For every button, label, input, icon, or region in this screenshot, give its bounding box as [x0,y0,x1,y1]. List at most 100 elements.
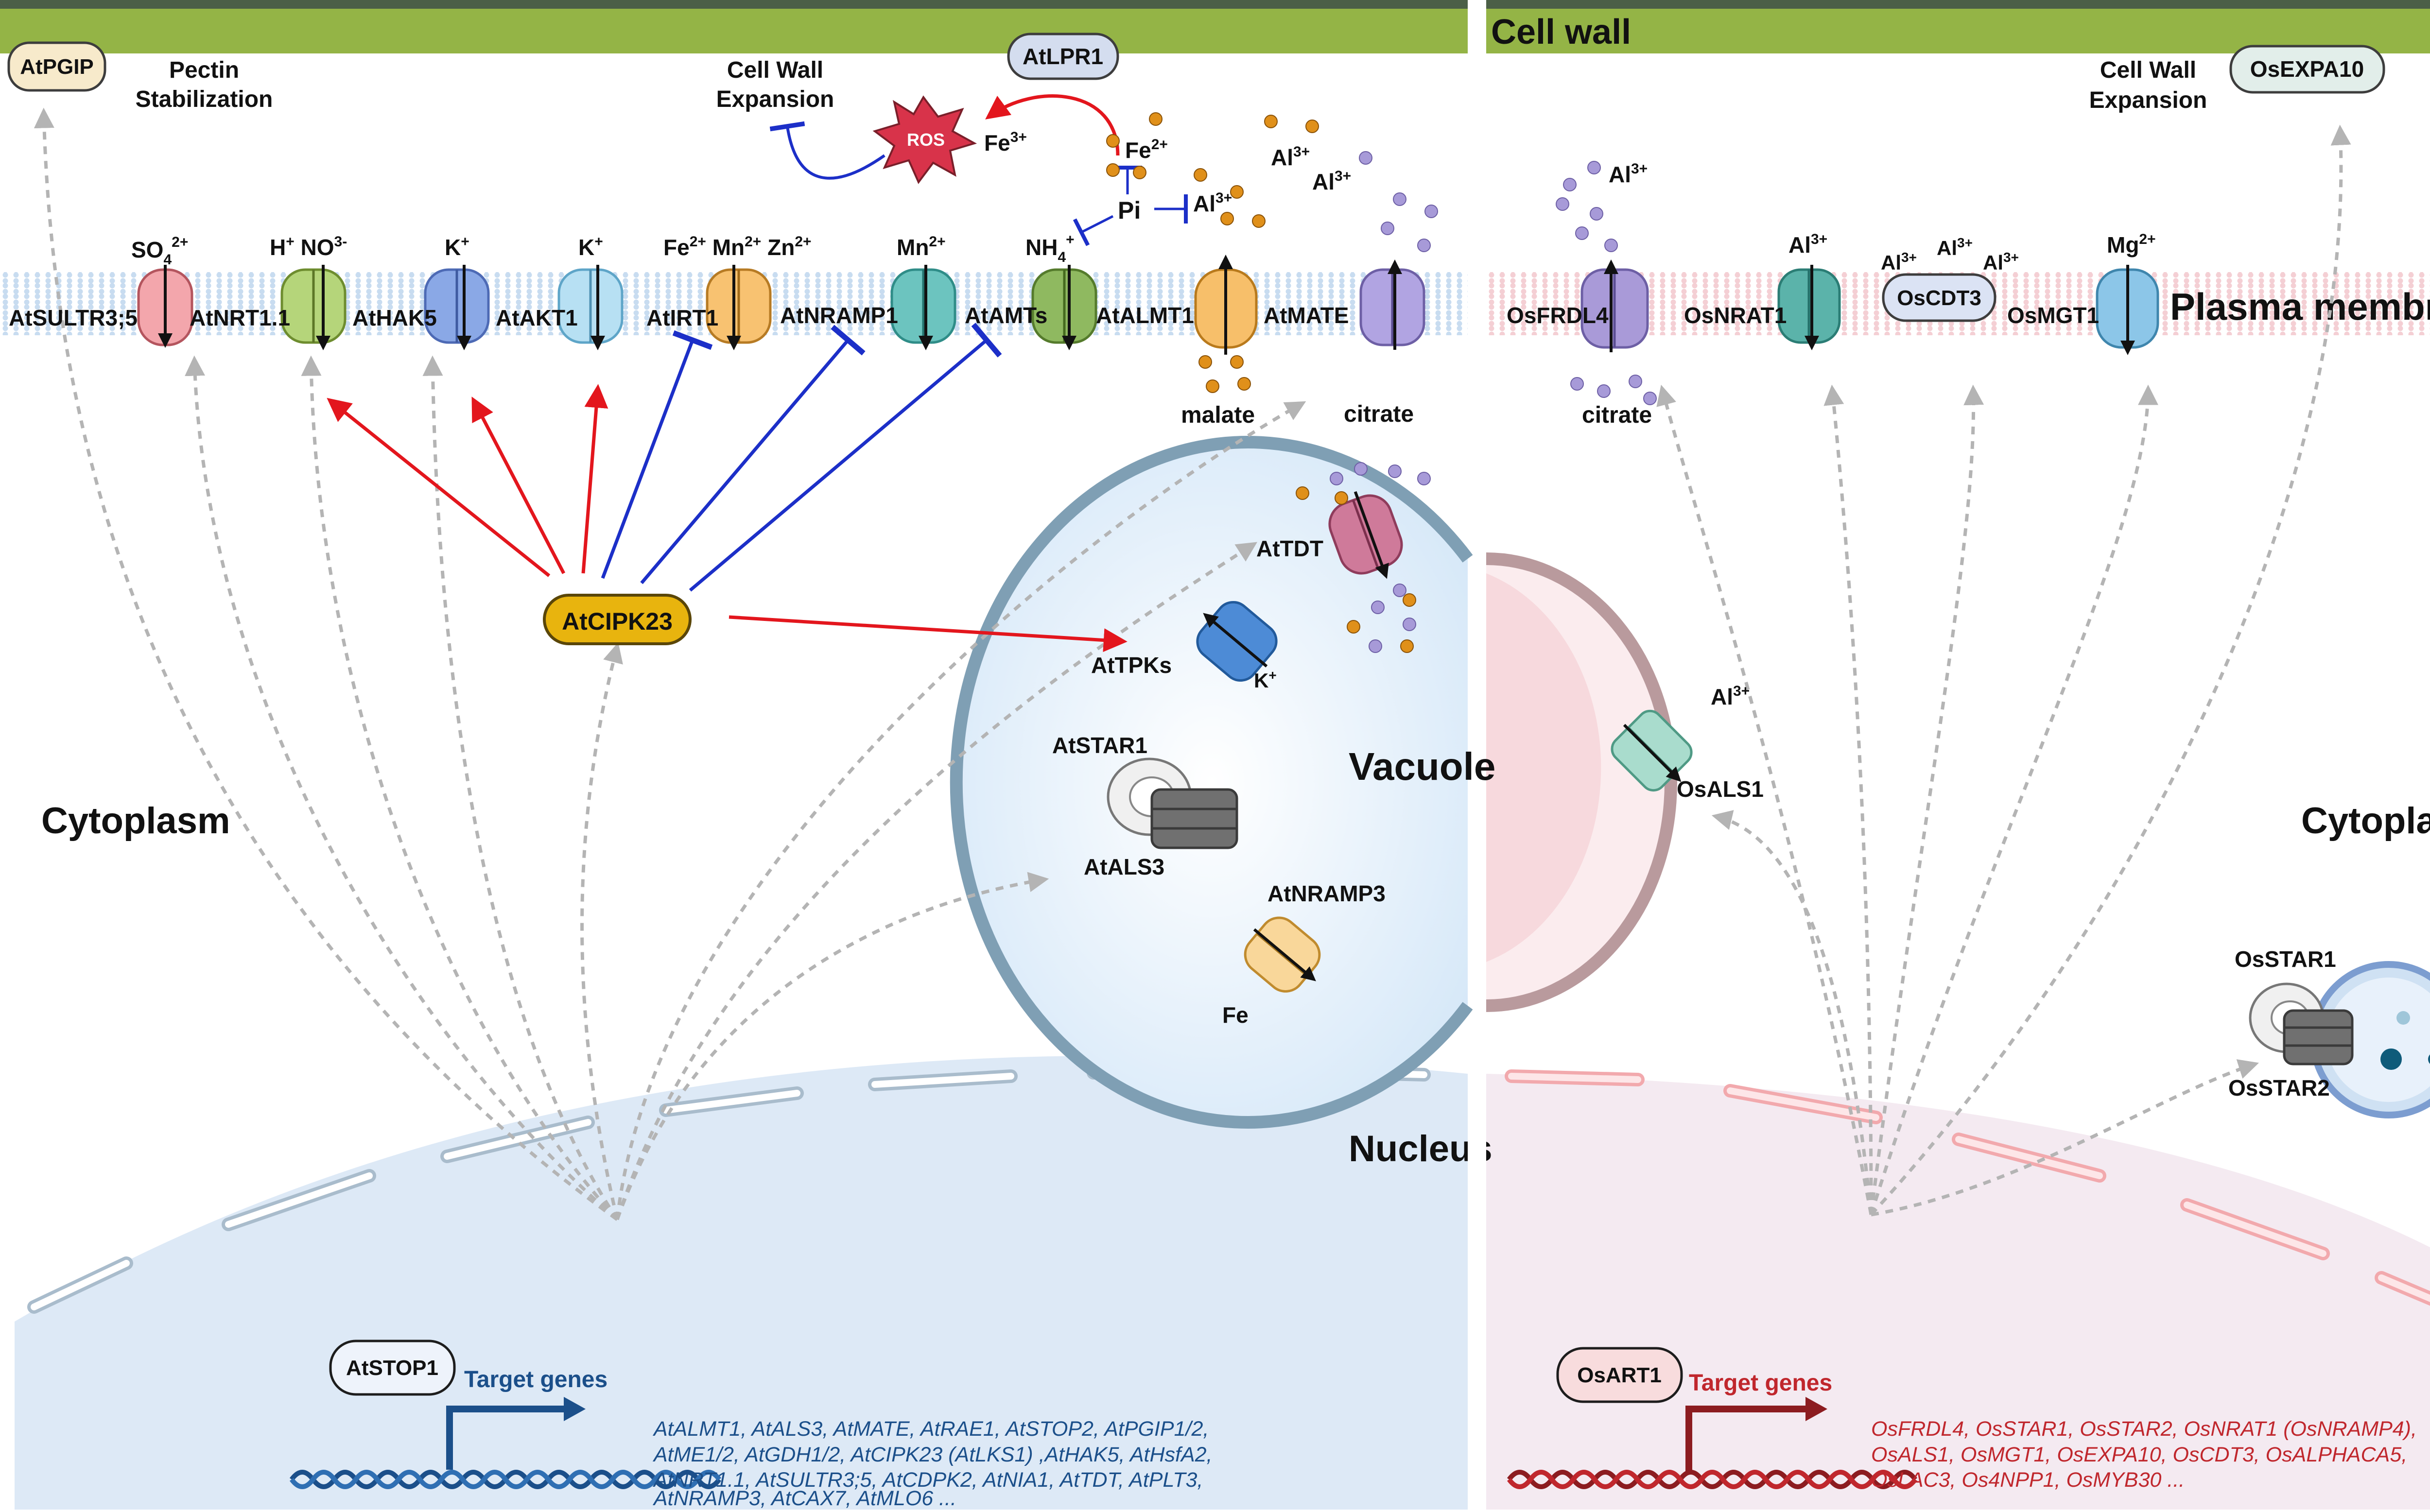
dashed-regulation-arrows-left [34,107,1306,1221]
atmate-channel [1359,259,1425,350]
atlpr1-label: AtLPR1 [1023,44,1103,69]
gene-list-right-line-3: OsLAC3, Os4NPP1, OsMYB30 ... [1871,1468,2185,1492]
cell-wall-expansion-right-1: Cell Wall [2100,57,2196,83]
pi-label: Pi [1118,197,1141,224]
al-label-b: Al3+ [1271,144,1310,170]
citrate-label-right: citrate [1582,402,1652,428]
oscdt3-protein: OsCDT3 [1882,273,1996,322]
al-nrat-label: Al3+ [1788,231,1827,258]
atnramp1-label: AtNRAMP1 [780,303,898,328]
dashed-regulation-arrows-right [1656,124,2351,1217]
osals1-label: OsALS1 [1677,776,1764,802]
al-cdt-label-2: Al3+ [1937,235,1973,259]
atlpr1-badge [1007,33,1119,80]
cell-wall-expansion-left-2: Expansion [716,86,834,112]
h-no3-label: H+ NO3- [270,234,347,260]
target-genes-label-right: Target genes [1689,1370,1832,1396]
top-region: AtPGIP Pectin Stabilization Cell Wall Ex… [7,33,2385,252]
mg-label: Mg2+ [2107,231,2156,258]
target-genes-label-left: Target genes [464,1367,608,1392]
atstop1-regulation: AtSTOP1 Target genes AtALMT1, AtALS3, At… [289,1340,1213,1510]
citrate-label-left: citrate [1344,401,1414,427]
oscdt3-label: OsCDT3 [1897,286,1981,310]
atnramp3-label: AtNRAMP3 [1267,881,1386,906]
gene-list-right-line-2: OsALS1, OsMGT1, OsEXPA10, OsCDT3, OsALPH… [1871,1443,2407,1466]
atnramp1-channel [890,265,956,350]
species-divider [1468,0,1486,1510]
k-label-2: K+ [578,234,603,260]
attpks-label: AtTPKs [1091,653,1172,678]
fe2-label: Fe2+ [1125,137,1168,163]
al-als1-label: Al3+ [1711,683,1750,709]
osfrdl4-channel [1580,259,1649,352]
nh4-label: NH4+ [1025,232,1075,265]
malate-label: malate [1181,402,1255,428]
atirt1-channel [706,265,772,350]
osexpa10-badge [2229,45,2385,94]
nucleus: Nucleus [15,1055,2430,1510]
cell-wall-label: Cell wall [1491,13,1631,52]
atpgip-label: AtPGIP [20,55,94,79]
pectin-text: Pectin [169,57,239,83]
attdt-label: AtTDT [1256,536,1323,561]
cell-wall-expansion-left-1: Cell Wall [727,57,823,83]
atstar1-atals3-complex [1107,757,1238,849]
attdt-channel [1328,491,1403,579]
gene-list-left-line-1: AtALMT1, AtALS3, AtMATE, AtRAE1, AtSTOP2… [652,1417,1209,1441]
al-cdt-label-1: Al3+ [1881,250,1917,274]
atsultr35-channel [137,265,193,348]
gene-list-left-line-3: AtNRT1.1, AtSULTR3;5, AtCDPK2, AtNIA1, A… [652,1468,1203,1492]
plasma-membrane-label: Plasma membrane [2170,285,2430,328]
vacuole-right [1486,552,1677,1012]
vacuolar-transporters: AtTDT AtTPKs K+ AtSTAR1 AtALS3 [1052,462,2430,1118]
atnrt11-channel [280,265,347,350]
osstar2-label: OsSTAR2 [2228,1075,2330,1100]
vacuole-left [950,436,1473,1129]
k-label-1: K+ [445,234,469,260]
gene-list-left-line-2: AtME1/2, AtGDH1/2, AtCIPK23 (AtLKS1) ,At… [652,1443,1213,1466]
cipk23-label: AtCIPK23 [562,608,673,635]
ros-label: ROS [907,130,945,150]
osstar-complex [2249,961,2430,1118]
osart1-label: OsART1 [1577,1363,1662,1387]
cell-wall: Cell wall [0,0,2430,53]
vacuole-label: Vacuole [1349,745,1495,788]
cytoplasm-left-label: Cytoplasm [41,800,230,842]
osart1-badge [1556,1347,1683,1403]
transporters-right: OsCDT3 Al3+ Al3+ Al3+ Al3+ Mg2+ OsFRDL4 … [1507,231,2159,428]
attpks-channel [1196,601,1278,682]
gene-list-right-line-1: OsFRDL4, OsSTAR1, OsSTAR2, OsNRAT1 (OsNR… [1871,1417,2417,1441]
athak5-channel [424,265,490,350]
fe-vacuole-label: Fe [1222,1002,1249,1028]
osnrat1-channel [1777,265,1841,350]
osfrdl4-label: OsFRDL4 [1507,303,1609,328]
atirt1-label: AtIRT1 [646,305,718,330]
so4-label: SO42+ [131,234,188,268]
cipk23-regulation: AtCIPK23 [327,323,1128,653]
atakt1-label: AtAKT1 [496,305,578,330]
fe-mn-zn-label: Fe2+ Mn2+ Zn2+ [663,234,812,260]
al-label-c: Al3+ [1312,168,1351,194]
dna-helix-right [1507,1470,1918,1489]
osart1-regulation: OsART1 Target genes OsFRDL4, OsSTAR1, Os… [1507,1347,2417,1492]
cytoplasm-right-label: Cytoplasm [2301,800,2430,842]
cipk23-kinase [543,594,692,645]
atsultr35-label: AtSULTR3;5 [9,305,138,330]
atamts-channel [1031,265,1097,350]
cell-wall-expansion-right-2: Expansion [2089,87,2207,113]
ros-burst [872,95,977,184]
atnrt11-label: AtNRT1.1 [190,305,290,330]
al-cdt-label-3: Al3+ [1983,250,2019,274]
osmgt1-channel [2096,265,2159,355]
atmate-label: AtMATE [1264,303,1349,328]
atals3-label: AtALS3 [1084,854,1164,879]
atpgip-badge [7,41,106,92]
k-vacuole-label: K+ [1254,668,1277,692]
al-label-a: Al3+ [1193,190,1232,216]
atstop1-badge [329,1340,456,1396]
osexpa10-label: OsEXPA10 [2250,56,2364,82]
transporters-left: SO42+ H+ NO3- K+ K+ Fe2+ Mn2+ Zn2+ Mn2+ … [9,232,1425,428]
atakt1-channel [557,265,624,350]
